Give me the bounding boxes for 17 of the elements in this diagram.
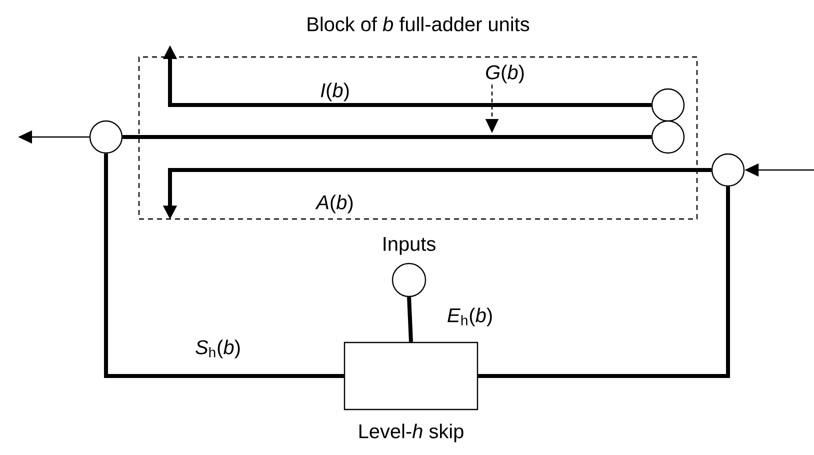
connector — [407, 297, 413, 342]
junction-circle — [651, 120, 685, 154]
node-label: Level-h skip — [359, 424, 464, 442]
edge-label: I(b) — [320, 82, 349, 102]
edge-label: S$_{h}$(b) — [196, 340, 240, 358]
junction-circle — [89, 120, 123, 154]
connector — [478, 186, 730, 378]
edge-label: A(b) — [315, 194, 353, 214]
junction-circle — [651, 88, 685, 122]
node-label: Block of b full-adder units — [308, 16, 530, 32]
connector — [122, 135, 652, 139]
edge-label: E$_{h}$(b) — [448, 308, 492, 326]
skip-box: Level-h skip — [344, 342, 478, 442]
signal-label: G(b) — [486, 64, 524, 84]
junction-circle — [711, 153, 745, 187]
connector — [104, 154, 344, 378]
node-label: Inputs — [384, 237, 436, 255]
